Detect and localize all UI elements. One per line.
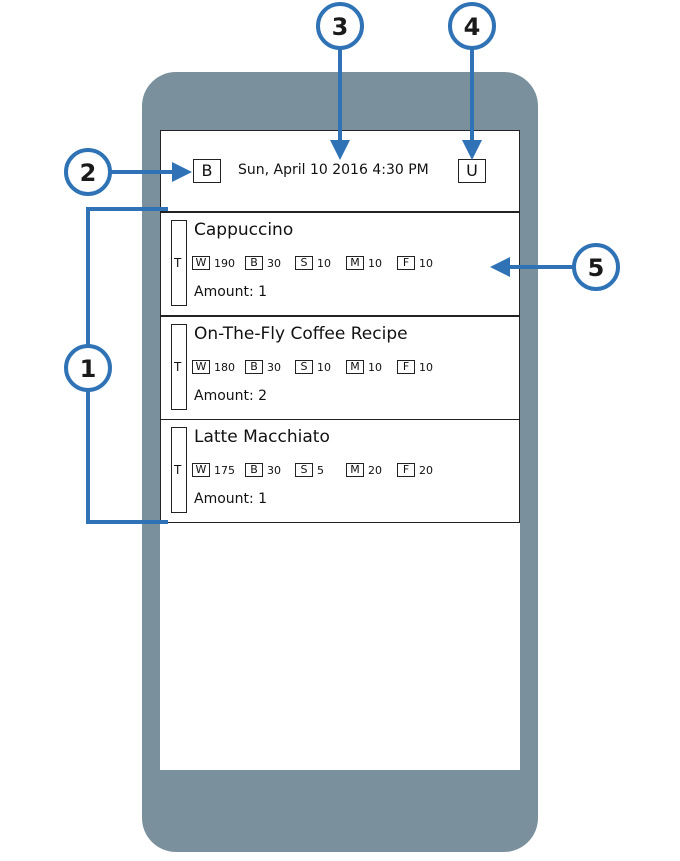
ingredient-code: B: [245, 463, 263, 477]
ingredient-value: 10: [368, 257, 382, 270]
ingredient-code: M: [346, 256, 364, 270]
datetime-label: Sun, April 10 2016 4:30 PM: [238, 162, 429, 178]
ingredient-sugar: S 10: [295, 256, 331, 272]
order-title: Latte Macchiato: [194, 427, 330, 447]
ingredient-value: 10: [317, 257, 331, 270]
ingredient-value: 20: [419, 464, 433, 477]
order-card[interactable]: T On-The-Fly Coffee Recipe W 180 B 30 S 10 …: [160, 316, 520, 420]
ingredient-milk: M 20: [346, 463, 382, 479]
callout-2-number: 2: [80, 159, 97, 187]
ingredient-water: W 175: [192, 463, 235, 479]
callout-2-circle: [64, 148, 112, 196]
ingredient-value: 10: [368, 361, 382, 374]
ingredient-code: F: [397, 463, 415, 477]
order-type-bar: [171, 220, 187, 306]
order-card[interactable]: T Cappuccino W 190 B 30 S 10 M 10 F 10 Amount…: [160, 212, 520, 316]
callout-1-circle: [64, 344, 112, 392]
callout-5-number: 5: [588, 254, 605, 282]
ingredient-code: S: [295, 463, 313, 477]
ingredient-code: W: [192, 360, 210, 374]
ingredient-code: F: [397, 360, 415, 374]
ingredient-foam: F 20: [397, 463, 433, 479]
order-amount: Amount: 1: [194, 491, 268, 507]
ingredient-value: 30: [267, 257, 281, 270]
ingredient-value: 10: [419, 361, 433, 374]
ingredient-row: W 190 B 30 S 10 M 10 F 10: [192, 256, 512, 274]
callout-3-number: 3: [332, 13, 349, 41]
ingredient-value: 5: [317, 464, 324, 477]
ingredient-row: W 180 B 30 S 10 M 10 F 10: [192, 360, 512, 378]
order-type-label: T: [174, 463, 182, 477]
ingredient-beans: B 30: [245, 463, 281, 479]
ingredient-code: F: [397, 256, 415, 270]
ingredient-code: B: [245, 360, 263, 374]
order-amount: Amount: 2: [194, 388, 268, 404]
user-button[interactable]: U: [458, 159, 486, 183]
ingredient-code: W: [192, 256, 210, 270]
order-type-label: T: [174, 256, 182, 270]
order-type-bar: [171, 427, 187, 513]
ingredient-value: 30: [267, 361, 281, 374]
ingredient-beans: B 30: [245, 256, 281, 272]
order-type-bar: [171, 324, 187, 410]
ingredient-value: 30: [267, 464, 281, 477]
callout-5-circle: [572, 243, 620, 291]
order-type-label: T: [174, 360, 182, 374]
ingredient-code: W: [192, 463, 210, 477]
ingredient-water: W 180: [192, 360, 235, 376]
ingredient-beans: B 30: [245, 360, 281, 376]
ingredient-code: B: [245, 256, 263, 270]
callout-4-number: 4: [464, 13, 481, 41]
ingredient-value: 175: [214, 464, 235, 477]
ingredient-foam: F 10: [397, 360, 433, 376]
back-button[interactable]: B: [193, 159, 221, 183]
order-amount: Amount: 1: [194, 284, 268, 300]
order-title: On-The-Fly Coffee Recipe: [194, 324, 408, 344]
ingredient-milk: M 10: [346, 360, 382, 376]
ingredient-value: 190: [214, 257, 235, 270]
ingredient-value: 180: [214, 361, 235, 374]
order-title: Cappuccino: [194, 220, 294, 240]
ingredient-code: M: [346, 463, 364, 477]
callout-3-circle: [316, 2, 364, 50]
ingredient-value: 20: [368, 464, 382, 477]
ingredient-code: S: [295, 360, 313, 374]
callout-4-circle: [448, 2, 496, 50]
ingredient-code: M: [346, 360, 364, 374]
ingredient-value: 10: [317, 361, 331, 374]
ingredient-milk: M 10: [346, 256, 382, 272]
ingredient-foam: F 10: [397, 256, 433, 272]
ingredient-code: S: [295, 256, 313, 270]
callout-1-number: 1: [80, 355, 97, 383]
ingredient-sugar: S 10: [295, 360, 331, 376]
ingredient-value: 10: [419, 257, 433, 270]
ingredient-water: W 190: [192, 256, 235, 272]
